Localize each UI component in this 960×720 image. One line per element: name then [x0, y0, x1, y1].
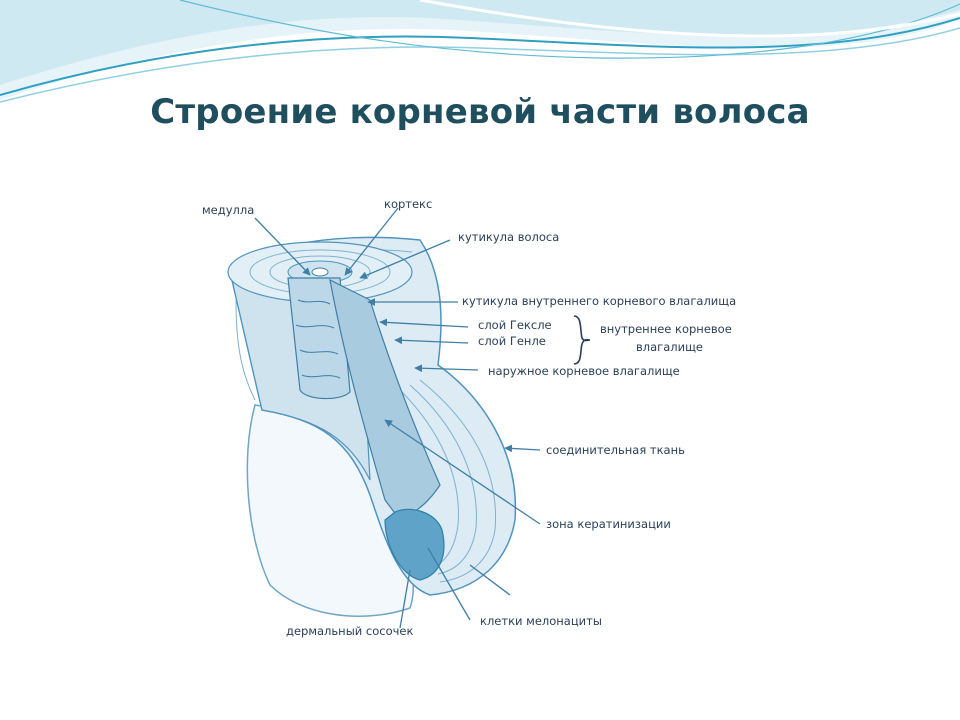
pointer-lines [254, 207, 541, 629]
page-title: Строение корневой части волоса [150, 92, 810, 132]
label-irs-cuticle: кутикула внутреннего корневого влагалища [462, 294, 737, 308]
hair-shaft-shape [287, 277, 445, 581]
label-inner-root-sheath-line2: влагалище [636, 340, 703, 354]
inner-root-sheath-brace [573, 315, 591, 365]
label-henle-layer: слой Генле [478, 334, 546, 348]
label-huxley-layer: слой Гексле [478, 318, 552, 332]
label-connective-tissue: соединительная ткань [546, 443, 685, 457]
label-outer-root-sheath: наружное корневое влагалище [488, 364, 680, 378]
label-keratinization-zone: зона кератинизации [546, 517, 671, 531]
label-hair-cuticle: кутикула волоса [458, 230, 560, 244]
label-inner-root-sheath-line1: внутреннее корневое [600, 322, 732, 336]
label-cortex: кортекс [384, 197, 433, 211]
label-melanocytes: клетки мелонациты [480, 614, 602, 628]
label-medulla: медулла [202, 203, 255, 217]
header-wave-decoration [0, 0, 960, 103]
label-dermal-papilla: дермальный сосочек [286, 624, 414, 638]
